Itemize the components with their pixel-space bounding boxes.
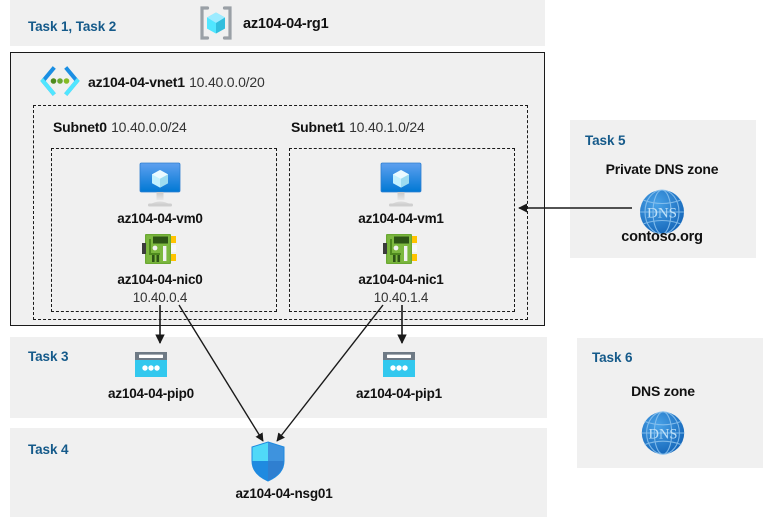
- resource-group-name: az104-04-rg1: [243, 16, 329, 32]
- task5-panel: [570, 120, 756, 258]
- network-interface-icon: [383, 232, 419, 266]
- subnet0-cidr: 10.40.0.0/24: [111, 119, 187, 135]
- nsg-name: az104-04-nsg01: [235, 486, 333, 501]
- svg-text:DNS: DNS: [647, 206, 677, 222]
- private-dns-zone-heading: Private DNS zone: [605, 161, 719, 177]
- vm1-name: az104-04-vm1: [358, 211, 444, 226]
- subnet0-name: Subnet0: [53, 119, 107, 135]
- subnet1-name: Subnet1: [291, 119, 345, 135]
- subnet0-box: [51, 148, 277, 312]
- network-security-group-icon: [250, 441, 286, 483]
- nic0-ip: 10.40.0.4: [132, 290, 188, 305]
- network-interface-icon: [142, 232, 178, 266]
- task-label-5: Task 5: [585, 133, 626, 148]
- task3-panel: [10, 337, 547, 418]
- subnet1-cidr: 10.40.1.0/24: [349, 119, 425, 135]
- task-label-3: Task 3: [28, 349, 69, 364]
- subnet1-title: Subnet1 10.40.1.0/24: [291, 119, 425, 137]
- vm0-name: az104-04-vm0: [117, 211, 203, 226]
- dns-zone-icon: DNS: [636, 406, 690, 460]
- dns-zone-icon: DNS: [634, 184, 690, 240]
- public-ip-address-icon: [133, 350, 169, 380]
- vnet-name: az104-04-vnet1: [88, 74, 185, 90]
- nic1-ip: 10.40.1.4: [373, 290, 429, 305]
- dns-zone-heading: DNS zone: [631, 383, 695, 399]
- resource-group-icon: [198, 6, 234, 40]
- nic0-name: az104-04-nic0: [117, 272, 203, 287]
- task-label-1-2: Task 1, Task 2: [28, 19, 117, 34]
- vnet-address-space: 10.40.0.0/20: [189, 74, 265, 90]
- virtual-machine-icon: [373, 160, 429, 208]
- nic1-name: az104-04-nic1: [358, 272, 444, 287]
- private-dns-zone-name: contoso.org: [621, 229, 703, 245]
- resource-group-container: [10, 52, 545, 326]
- virtual-machine-icon: [132, 160, 188, 208]
- vnet-title: az104-04-vnet1 10.40.0.0/20: [88, 74, 265, 92]
- svg-text:DNS: DNS: [649, 426, 678, 442]
- virtual-network-icon: [38, 66, 82, 96]
- subnet0-title: Subnet0 10.40.0.0/24: [53, 119, 187, 137]
- public-ip-address-icon: [381, 350, 417, 380]
- task-label-4: Task 4: [28, 442, 69, 457]
- task-label-6: Task 6: [592, 350, 633, 365]
- resource-group-header-band: [10, 0, 545, 46]
- pip1-name: az104-04-pip1: [356, 386, 442, 401]
- pip0-name: az104-04-pip0: [108, 386, 194, 401]
